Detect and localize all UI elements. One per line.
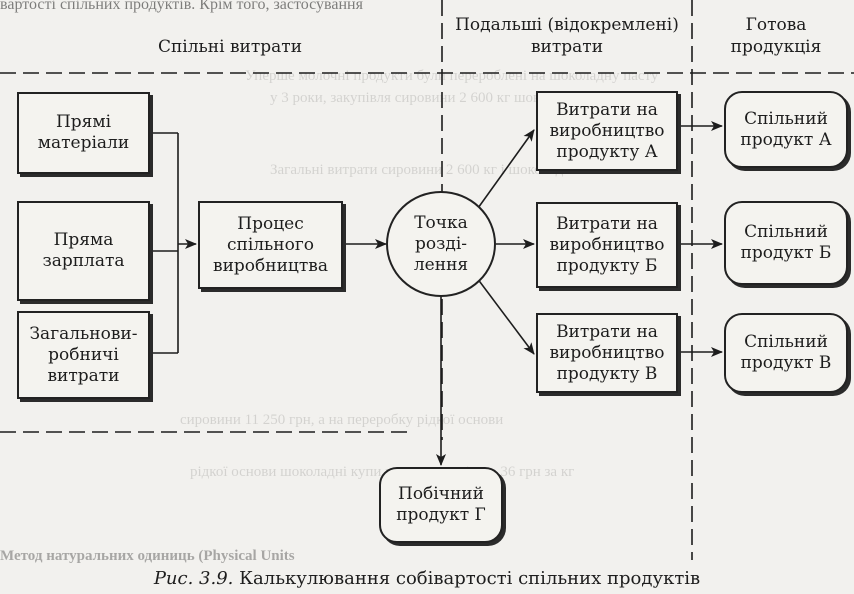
separable-cost-box-a: Витрати на виробництво продукту А [536,91,678,171]
byproduct-box: Побічний продукт Г [379,467,503,543]
input-box-labor: Пряма зарплата [17,201,150,301]
figure-title: Калькулювання собівартості спільних прод… [233,568,701,589]
figure-number: Рис. 3.9. [153,568,234,589]
input-box-overhead: Загальнови- робничі витрати [17,311,150,399]
split-point-node: Точка розді- лення [386,191,496,297]
input-box-materials: Прямі матеріали [17,92,150,174]
figure-caption: Рис. 3.9. Калькулювання собівартості спі… [0,568,854,590]
product-box-c: Спільний продукт В [724,313,848,393]
header-finished-goods: Готова продукція [730,15,822,57]
separable-cost-box-b: Витрати на виробництво продукту Б [536,202,678,288]
product-box-a: Спільний продукт А [724,91,848,168]
header-separable-costs: Подальші (відокремлені) витрати [455,15,679,57]
process-box: Процес спільного виробництва [198,201,343,289]
header-joint-costs: Спільні витрати [157,37,303,57]
product-box-b: Спільний продукт Б [724,201,848,285]
separable-cost-box-c: Витрати на виробництво продукту В [536,313,678,393]
